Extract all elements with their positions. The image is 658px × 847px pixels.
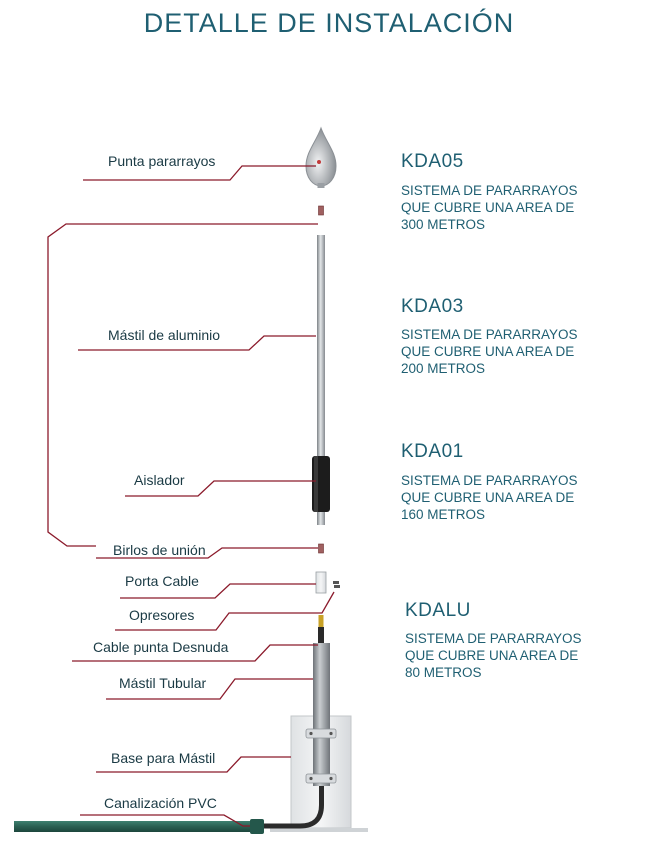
leader-opresores: [115, 591, 335, 631]
label-cable-punta-desnuda: Cable punta Desnuda: [93, 639, 229, 655]
cable-holder: [315, 571, 327, 594]
desc-line: QUE CUBRE UNA AREA DE: [401, 344, 575, 359]
bare-cable-end: [318, 615, 324, 643]
desc-line: QUE CUBRE UNA AREA DE: [401, 490, 575, 505]
desc-line: SISTEMA DE PARARRAYOS: [401, 327, 578, 342]
desc-line: SISTEMA DE PARARRAYOS: [401, 183, 578, 198]
product-desc-kda03: SISTEMA DE PARARRAYOS QUE CUBRE UNA AREA…: [401, 326, 578, 377]
product-desc-kdalu: SISTEMA DE PARARRAYOS QUE CUBRE UNA AREA…: [405, 630, 582, 681]
leader-cable: [72, 644, 318, 662]
mast-base-foot: [270, 828, 368, 832]
product-code-kda03: KDA03: [401, 296, 464, 317]
desc-line: SISTEMA DE PARARRAYOS: [405, 631, 582, 646]
product-desc-kda01: SISTEMA DE PARARRAYOS QUE CUBRE UNA AREA…: [401, 472, 578, 523]
label-base-mastil: Base para Mástil: [111, 750, 216, 766]
leader-porta-cable: [120, 583, 316, 599]
pvc-conduit: [14, 819, 264, 834]
product-desc-kda05: SISTEMA DE PARARRAYOS QUE CUBRE UNA AREA…: [401, 182, 578, 233]
label-porta-cable: Porta Cable: [125, 573, 199, 589]
leader-canalizacion: [80, 814, 250, 827]
leader-ground-loop: [47, 223, 318, 547]
desc-line: QUE CUBRE UNA AREA DE: [405, 648, 579, 663]
desc-line: QUE CUBRE UNA AREA DE: [401, 200, 575, 215]
leader-mastil-tubular: [106, 678, 313, 700]
leader-birlos: [96, 547, 318, 559]
product-code-kda05: KDA05: [401, 151, 464, 172]
desc-line: 160 METROS: [401, 507, 486, 522]
lightning-rod-tip: [305, 126, 337, 188]
top-bolt: [318, 205, 324, 216]
desc-line: 200 METROS: [401, 361, 486, 376]
desc-line: 80 METROS: [405, 665, 482, 680]
label-birlos-union: Birlos de unión: [113, 542, 206, 558]
desc-line: 300 METROS: [401, 217, 486, 232]
page-title: DETALLE DE INSTALACIÓN: [143, 8, 515, 38]
bottom-bolt: [318, 543, 324, 554]
label-punta-pararrayos: Punta pararrayos: [108, 153, 216, 169]
label-mastil-aluminio: Mástil de aluminio: [108, 327, 221, 343]
leader-base: [96, 756, 291, 773]
label-aislador: Aislador: [134, 472, 185, 488]
aluminum-mast: [317, 235, 325, 457]
leader-mastil-aluminio: [78, 335, 316, 351]
label-canalizacion-pvc: Canalización PVC: [104, 795, 217, 811]
product-code-kda01: KDA01: [401, 441, 464, 462]
leader-lines: [47, 165, 335, 827]
tubular-mast: [305, 643, 337, 786]
desc-line: SISTEMA DE PARARRAYOS: [401, 473, 578, 488]
leader-aislador: [125, 480, 316, 497]
ground-cable: [262, 786, 324, 829]
set-screws: [333, 581, 340, 588]
label-mastil-tubular: Mástil Tubular: [119, 675, 207, 691]
label-opresores: Opresores: [129, 607, 195, 623]
insulator: [312, 456, 330, 525]
product-code-kdalu: KDALU: [405, 600, 471, 621]
leader-punta: [83, 165, 316, 181]
